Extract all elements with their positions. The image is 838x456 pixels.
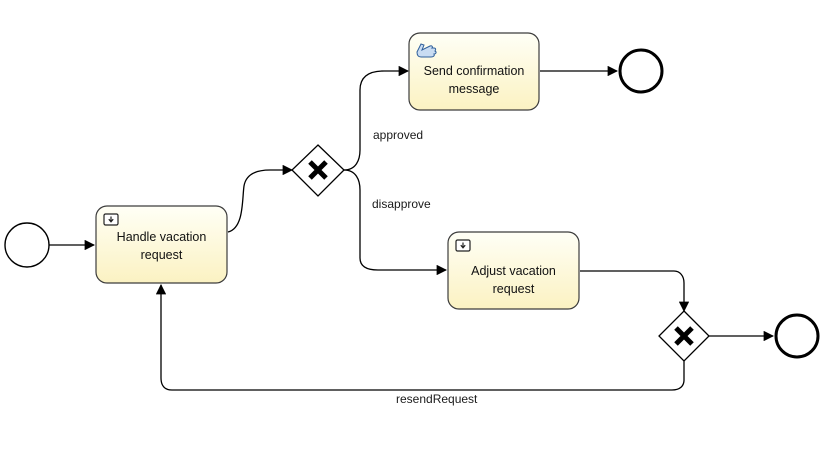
user-task-form-icon: [103, 213, 119, 226]
task-label-line: message: [448, 82, 500, 96]
task-label-line: Send confirmation: [423, 64, 525, 78]
task-label-line: request: [140, 248, 183, 262]
exclusive-gateway-adjust[interactable]: [658, 310, 710, 362]
task-label-line: Adjust vacation: [471, 264, 556, 278]
task-label-line: Handle vacation: [116, 230, 207, 244]
task-send-confirmation-message[interactable]: Send confirmation message: [408, 32, 540, 111]
task-adjust-vacation-request[interactable]: Adjust vacation request: [447, 231, 580, 310]
task-label-line: request: [492, 282, 535, 296]
end-event-confirmation[interactable]: [618, 48, 664, 94]
flow-handle-to-gateway[interactable]: [227, 164, 294, 233]
x-cross-icon: [308, 160, 328, 180]
task-adjust-label: Adjust vacation request: [448, 262, 579, 298]
x-cross-icon: [674, 326, 694, 346]
flow-adjust-to-gateway[interactable]: [580, 270, 690, 313]
flow-approved[interactable]: [343, 65, 410, 171]
start-event[interactable]: [4, 222, 50, 268]
task-handle-vacation-request[interactable]: Handle vacation request: [95, 205, 228, 284]
task-send-label: Send confirmation message: [409, 62, 539, 98]
flow-label-resend-request: resendRequest: [396, 392, 478, 406]
flow-disapprove[interactable]: [343, 169, 448, 276]
flow-label-disapprove: disapprove: [372, 197, 431, 211]
user-task-form-icon: [455, 239, 471, 252]
end-event-final[interactable]: [774, 313, 820, 359]
flow-label-approved: approved: [373, 128, 423, 142]
exclusive-gateway-review[interactable]: [291, 144, 345, 197]
manual-task-hand-icon: [416, 43, 437, 58]
flow-resend-request[interactable]: [155, 283, 685, 391]
task-handle-label: Handle vacation request: [96, 228, 227, 264]
